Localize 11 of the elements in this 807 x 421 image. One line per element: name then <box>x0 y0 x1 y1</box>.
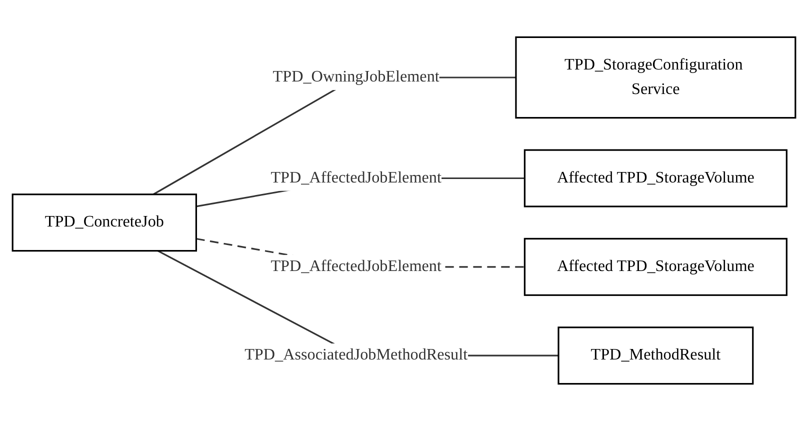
node-box: TPD_ConcreteJob <box>11 194 197 252</box>
node-box: TPD_MethodResult <box>557 326 754 385</box>
edge-label: TPD_AssociatedJobMethodResult <box>244 346 468 364</box>
connector <box>152 76 516 196</box>
edge-label: TPD_AffectedJobElement <box>270 169 441 187</box>
edge-label: TPD_OwningJobElement <box>272 68 439 86</box>
node-box: Affected TPD_StorageVolume <box>523 238 787 296</box>
connector <box>156 250 558 356</box>
edge-label: TPD_AffectedJobElement <box>270 258 441 276</box>
node-box: Affected TPD_StorageVolume <box>523 149 787 208</box>
node-box: TPD_StorageConfiguration Service <box>514 36 796 119</box>
